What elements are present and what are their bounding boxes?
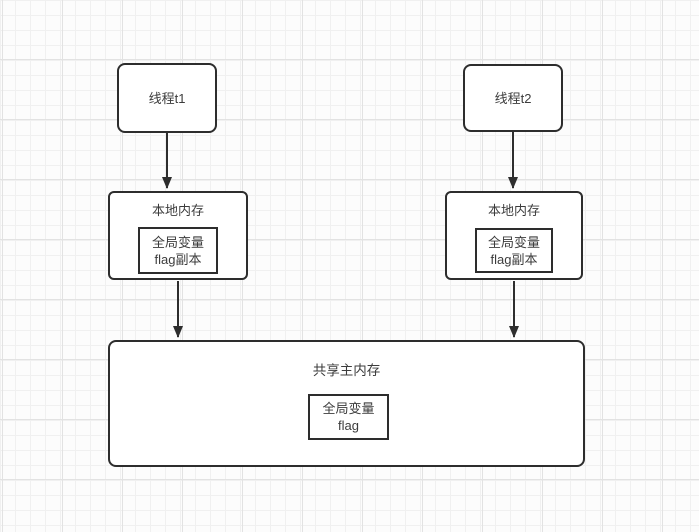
node-local-memory-right[interactable]: 本地内存 全局变量 flag副本 <box>445 191 583 280</box>
node-flag-copy-right[interactable]: 全局变量 flag副本 <box>475 228 553 273</box>
flag-copy-left-line1: 全局变量 <box>151 234 204 250</box>
flag-copy-right-line1: 全局变量 <box>487 234 540 250</box>
node-thread-t2[interactable]: 线程t2 <box>463 64 563 132</box>
flag-copy-left-line2: flag副本 <box>154 251 202 267</box>
node-flag-copy-left[interactable]: 全局变量 flag副本 <box>138 227 218 274</box>
node-main-memory[interactable]: 共享主内存 全局变量 flag <box>108 340 585 467</box>
flag-main-line1: 全局变量 <box>322 401 375 416</box>
flag-copy-right-line2: flag副本 <box>490 251 538 267</box>
node-flag-main[interactable]: 全局变量 flag <box>308 394 389 440</box>
thread-t1-label: 线程t1 <box>148 90 186 106</box>
flag-main-line2: flag <box>338 418 359 433</box>
node-thread-t1[interactable]: 线程t1 <box>117 63 217 133</box>
main-memory-title: 共享主内存 <box>312 363 381 378</box>
node-local-memory-left[interactable]: 本地内存 全局变量 flag副本 <box>108 191 248 280</box>
thread-t2-label: 线程t2 <box>494 90 532 106</box>
local-memory-right-title: 本地内存 <box>487 203 540 218</box>
local-memory-left-title: 本地内存 <box>151 203 204 218</box>
